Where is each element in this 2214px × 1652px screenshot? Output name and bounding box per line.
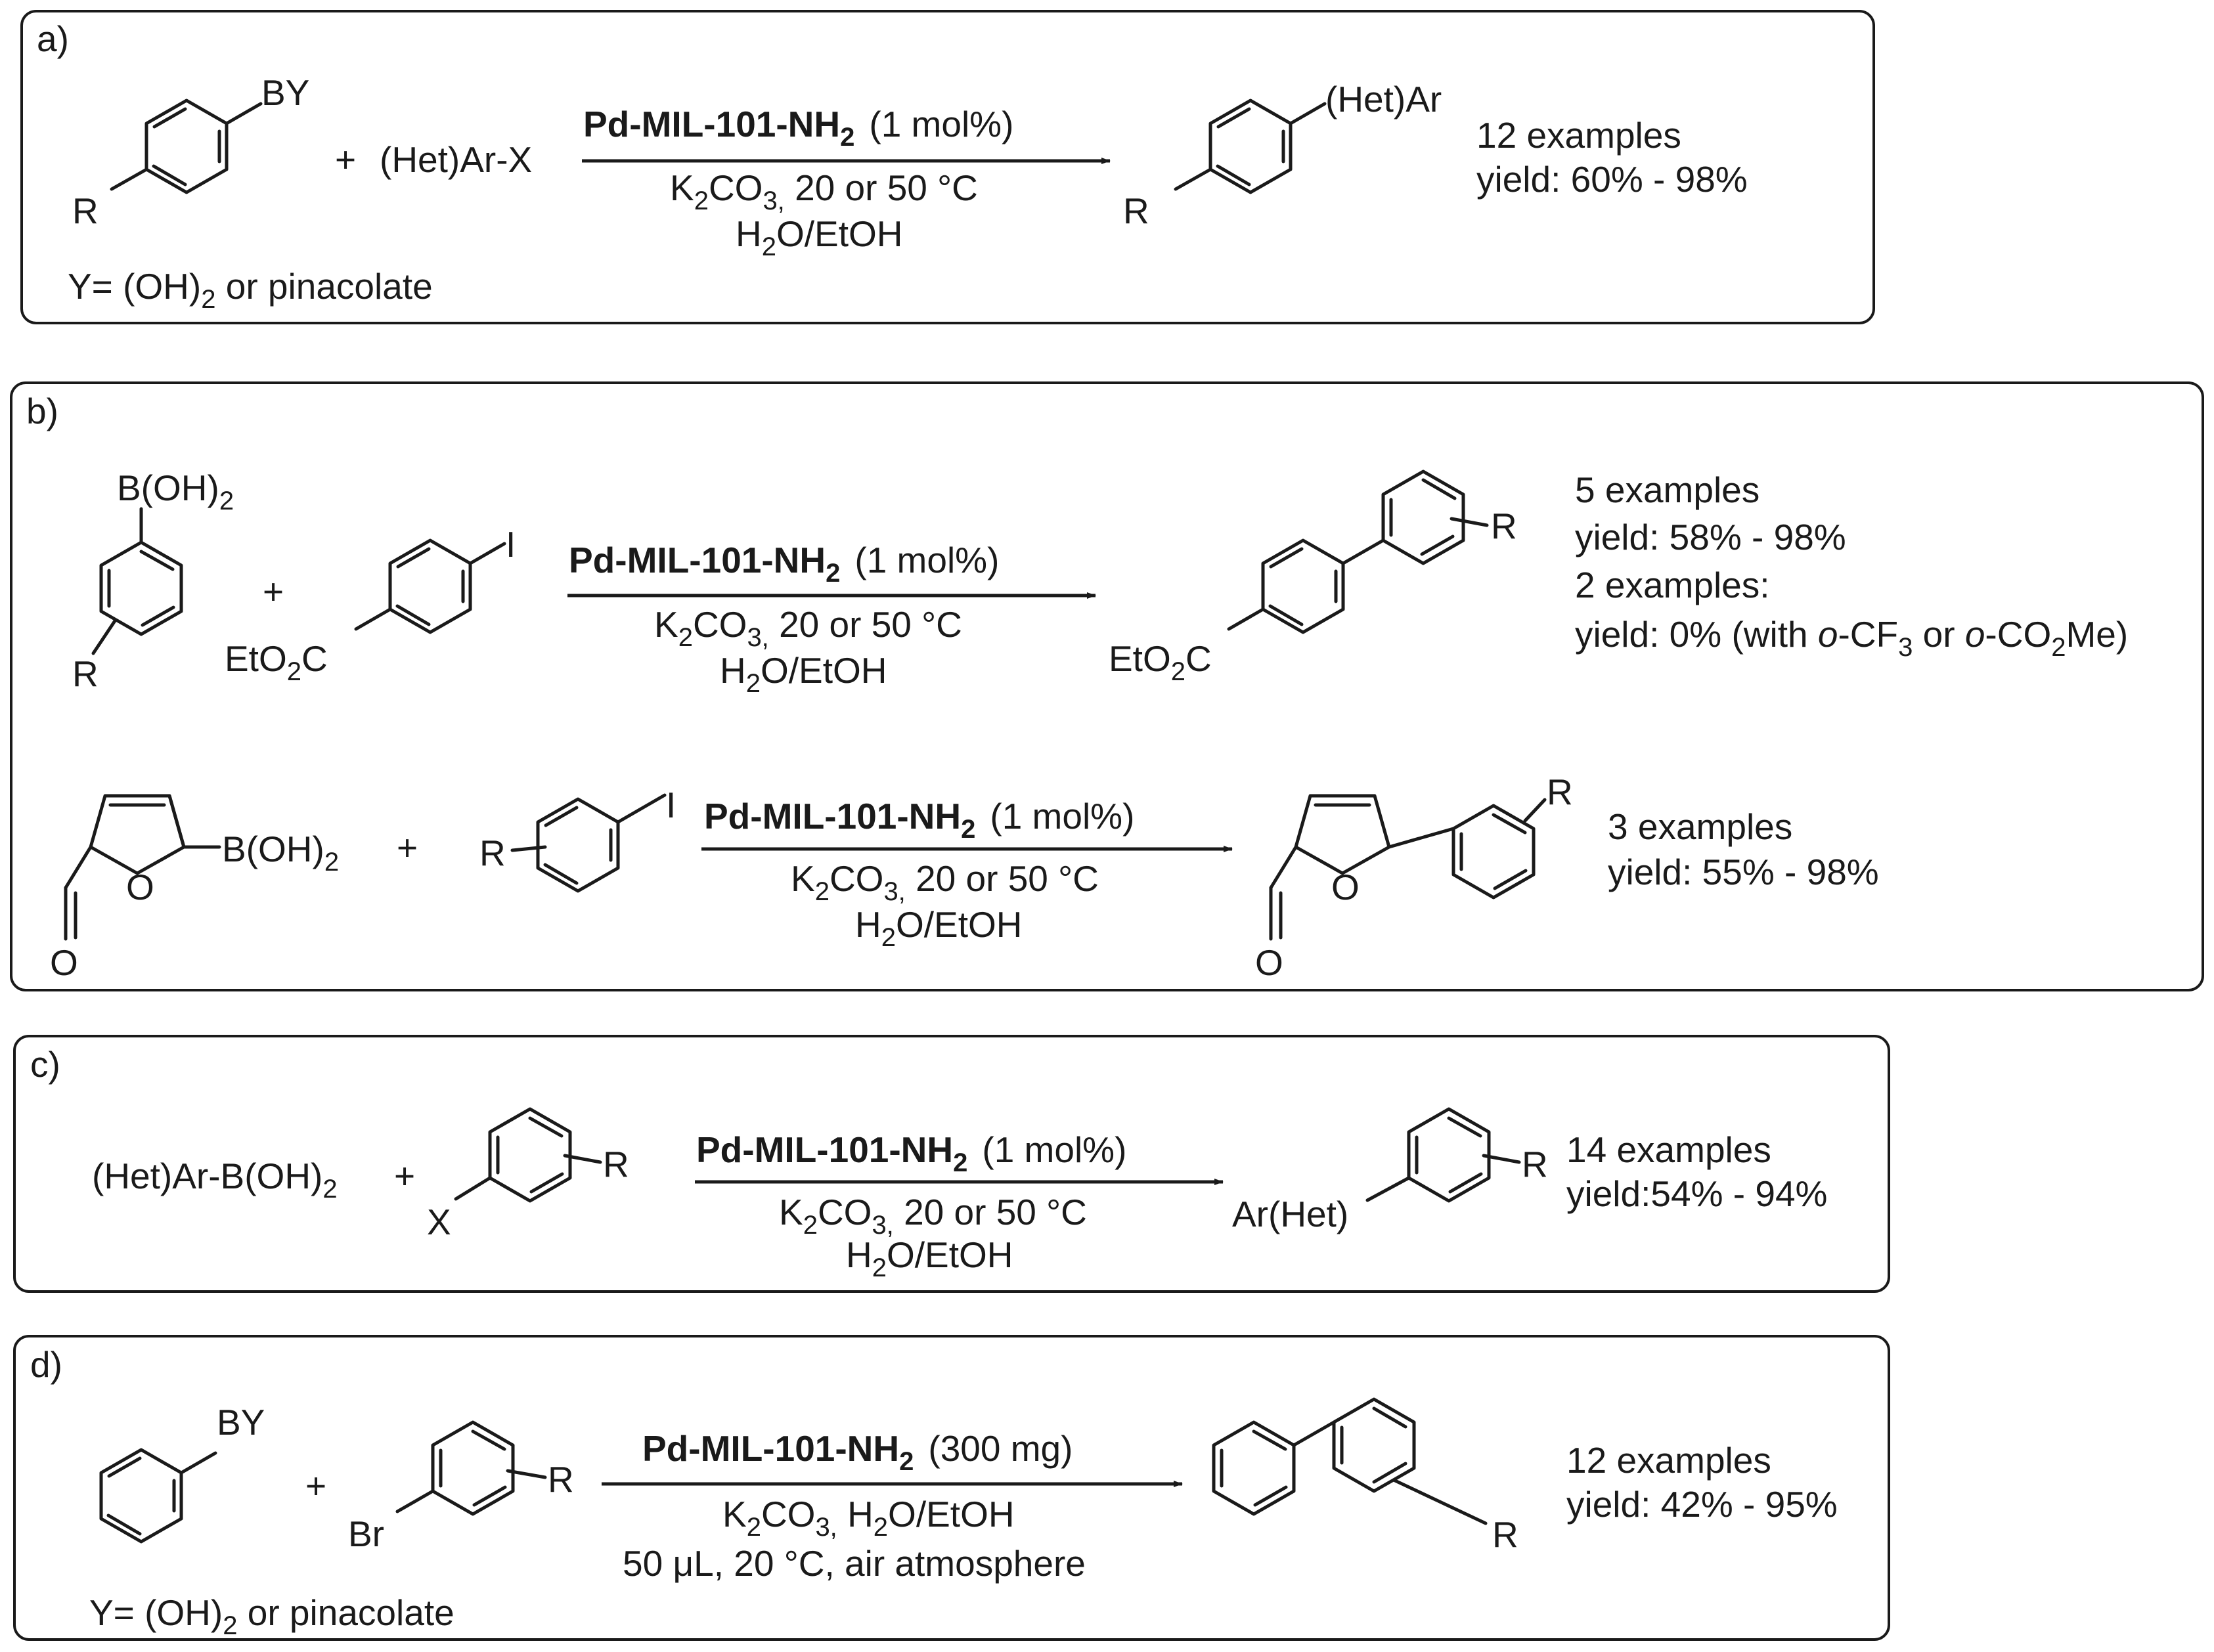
catalyst-label: Pd-MIL-101-NH2(1 mol%) bbox=[696, 1129, 1126, 1177]
benzene-ring bbox=[1332, 1397, 1416, 1493]
yield-failed-note: yield: 0% (with o-CF3 or o-CO2Me) bbox=[1575, 614, 2128, 662]
examples-count: 5 examples bbox=[1575, 469, 1760, 510]
furan-oxygen-label: O bbox=[126, 867, 154, 907]
plus-sign: + bbox=[397, 827, 418, 868]
yield-range: yield: 60% - 98% bbox=[1476, 159, 1748, 200]
panel-b-furan-boronic-acid-structure bbox=[64, 794, 221, 941]
product-r-label: R bbox=[1123, 190, 1149, 231]
base-temperature-label: K2CO3, 20 or 50 °C bbox=[791, 858, 1099, 906]
panel-a-aryl-boron-structure bbox=[110, 98, 263, 194]
panel-c-product-structure bbox=[1365, 1107, 1521, 1203]
r-substituent-label: R bbox=[72, 653, 99, 694]
halide-x-label: X bbox=[427, 1202, 451, 1242]
benzene-ring bbox=[1451, 804, 1536, 900]
panel-b-aryl-iodide-structure bbox=[510, 793, 667, 893]
catalyst-label: Pd-MIL-101-NH2(1 mol%) bbox=[569, 540, 999, 588]
panel-b-arylfurfural-structure bbox=[1269, 794, 1547, 941]
solvent-label: H2O/EtOH bbox=[846, 1234, 1013, 1282]
yield-range: yield: 42% - 95% bbox=[1566, 1484, 1838, 1525]
benzene-ring bbox=[99, 540, 183, 636]
product-r-label: R bbox=[1492, 1514, 1518, 1555]
panel-c-frame bbox=[13, 1035, 1890, 1293]
r-substituent-label: R bbox=[548, 1459, 574, 1500]
panel-d-biphenyl-structure bbox=[1212, 1397, 1488, 1525]
carbonyl-oxygen-label: O bbox=[50, 942, 78, 983]
examples-count: 12 examples bbox=[1566, 1440, 1771, 1481]
examples-count: 14 examples bbox=[1566, 1129, 1771, 1170]
benzene-ring bbox=[431, 1420, 515, 1516]
solvent-label: H2O/EtOH bbox=[736, 213, 903, 261]
y-definition-note: Y= (OH)2 or pinacolate bbox=[89, 1592, 454, 1640]
panel-c-tag: c) bbox=[30, 1044, 60, 1085]
boron-group-label: BY bbox=[217, 1402, 265, 1443]
panel-b: b) B(OH)2 R + I EtO2C Pd-MIL-101-NH2(1 m… bbox=[10, 381, 2204, 991]
aryl-halide-label: (Het)Ar-X bbox=[380, 139, 532, 180]
bromo-label: Br bbox=[348, 1513, 384, 1554]
panel-c: c) (Het)Ar-B(OH)2 + X R Pd-MIL-101-NH2(1… bbox=[13, 1035, 1890, 1293]
panel-b-tag: b) bbox=[26, 391, 58, 431]
y-definition-note: Y= (OH)2 or pinacolate bbox=[68, 266, 433, 314]
benzene-ring bbox=[536, 797, 620, 893]
iodo-label: I bbox=[666, 785, 676, 825]
panel-b-frame bbox=[10, 381, 2204, 991]
panel-b-iodo-ester-structure bbox=[354, 538, 506, 634]
panel-d-frame bbox=[13, 1335, 1890, 1641]
r-substituent-label: R bbox=[479, 833, 506, 873]
yield-range: yield: 58% - 98% bbox=[1575, 517, 1846, 557]
boron-group-label: BY bbox=[261, 72, 309, 113]
panel-d-tag: d) bbox=[30, 1344, 62, 1385]
r-substituent-label: R bbox=[603, 1144, 629, 1185]
boronic-acid-label: B(OH)2 bbox=[222, 829, 339, 877]
furan-ring bbox=[1294, 794, 1391, 875]
boronic-acid-label: B(OH)2 bbox=[117, 467, 234, 515]
hetaryl-boronic-acid-label: (Het)Ar-B(OH)2 bbox=[92, 1156, 338, 1204]
panel-b-biaryl-ester-structure bbox=[1227, 469, 1489, 634]
product-r-label: R bbox=[1491, 506, 1517, 546]
panel-a-product-structure bbox=[1174, 98, 1327, 194]
benzene-ring bbox=[1407, 1107, 1491, 1203]
benzene-ring bbox=[488, 1107, 572, 1203]
product-hetaryl-label: (Het)Ar bbox=[1325, 79, 1442, 120]
base-temperature-label: K2CO3, 20 or 50 °C bbox=[670, 167, 978, 215]
catalyst-label: Pd-MIL-101-NH2(1 mol%) bbox=[583, 104, 1013, 152]
catalyst-label: Pd-MIL-101-NH2(300 mg) bbox=[642, 1428, 1073, 1476]
panel-c-aryl-halide-structure bbox=[454, 1107, 602, 1203]
furan-ring bbox=[89, 794, 186, 875]
plus-sign: + bbox=[335, 139, 356, 180]
panel-a-frame bbox=[20, 10, 1875, 324]
panel-a: a) BY R + (Het)Ar-X Pd-MIL-101-NH2(1 mol… bbox=[20, 10, 1875, 324]
benzene-ring bbox=[1381, 469, 1465, 565]
benzene-ring bbox=[99, 1448, 183, 1544]
panel-b-aryl-boronic-acid-structure bbox=[91, 507, 183, 655]
r-substituent-label: R bbox=[72, 190, 99, 231]
conditions-label: 50 μL, 20 °C, air atmosphere bbox=[623, 1543, 1086, 1584]
catalyst-label: Pd-MIL-101-NH2(1 mol%) bbox=[704, 796, 1134, 844]
product-furan-oxygen-label: O bbox=[1331, 867, 1360, 907]
product-hetaryl-label: Ar(Het) bbox=[1232, 1194, 1348, 1234]
product-r-label: R bbox=[1522, 1144, 1548, 1185]
examples-count-failed: 2 examples: bbox=[1575, 565, 1770, 605]
solvent-label: H2O/EtOH bbox=[720, 650, 887, 698]
solvent-label: H2O/EtOH bbox=[855, 904, 1023, 952]
yield-range: yield: 55% - 98% bbox=[1608, 852, 1879, 892]
yield-range: yield:54% - 94% bbox=[1566, 1173, 1827, 1214]
product-carbonyl-oxygen-label: O bbox=[1255, 942, 1283, 983]
base-temperature-label: K2CO3, 20 or 50 °C bbox=[779, 1192, 1087, 1240]
examples-count: 12 examples bbox=[1476, 115, 1681, 156]
panel-d: d) BY + Br R Pd-MIL-101-NH2(300 mg) K2CO… bbox=[13, 1335, 1890, 1641]
base-solvent-label: K2CO3, H2O/EtOH bbox=[722, 1494, 1015, 1542]
panel-d-phenyl-boron-structure bbox=[99, 1448, 217, 1544]
ester-group-label: EtO2C bbox=[225, 638, 328, 686]
iodo-label: I bbox=[506, 524, 516, 565]
panel-a-tag: a) bbox=[37, 18, 69, 59]
product-ester-label: EtO2C bbox=[1109, 638, 1212, 686]
plus-sign: + bbox=[394, 1156, 415, 1196]
product-r-label: R bbox=[1547, 772, 1573, 812]
base-temperature-label: K2CO3, 20 or 50 °C bbox=[654, 604, 962, 652]
examples-count: 3 examples bbox=[1608, 806, 1792, 847]
plus-sign: + bbox=[263, 571, 284, 612]
panel-d-aryl-bromide-structure bbox=[395, 1420, 547, 1516]
plus-sign: + bbox=[305, 1466, 326, 1506]
